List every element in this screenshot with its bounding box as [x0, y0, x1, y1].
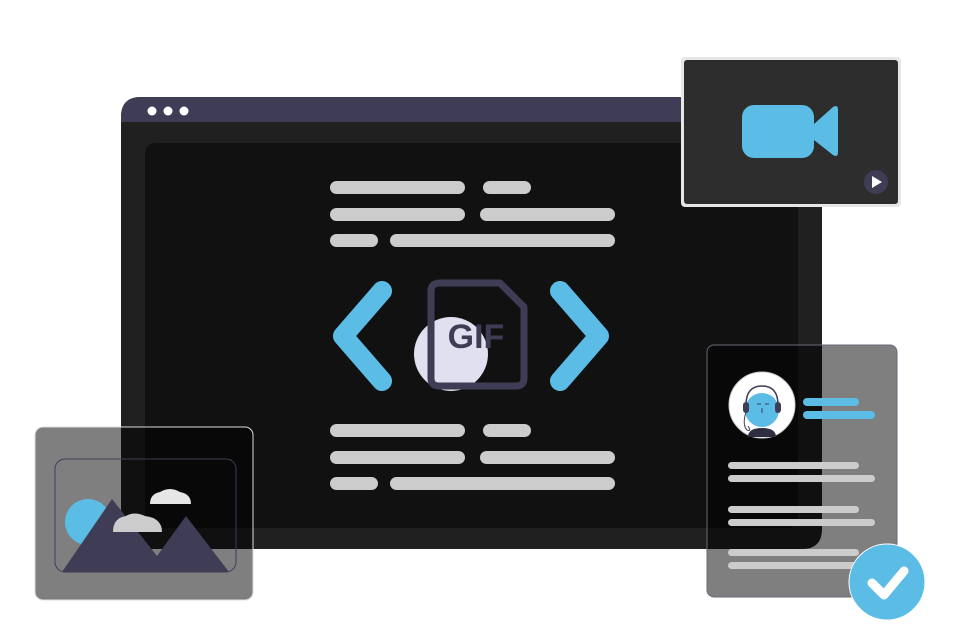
check-circle-icon: [848, 543, 926, 621]
name-line: [803, 398, 859, 406]
text-line: [483, 181, 531, 194]
title-line: [803, 411, 875, 419]
play-icon: [872, 176, 882, 188]
text-line: [728, 462, 859, 469]
text-line: [728, 519, 875, 526]
text-line: [728, 549, 859, 556]
cloud-icon: [113, 513, 162, 532]
text-line: [330, 424, 465, 437]
file-outline: [427, 279, 528, 390]
text-line: [390, 234, 615, 247]
window-titlebar: [121, 97, 822, 122]
text-block-bottom: [330, 424, 615, 490]
text-block-top: [330, 181, 615, 247]
window-dot-3[interactable]: [179, 106, 189, 116]
text-line: [330, 477, 378, 490]
text-line: [483, 424, 531, 437]
gif-file-icon: GIF: [414, 279, 528, 391]
video-card[interactable]: [681, 57, 901, 207]
text-line: [330, 234, 378, 247]
cloud-icon: [150, 489, 191, 504]
text-line: [330, 208, 465, 221]
image-card[interactable]: [34, 426, 254, 601]
window-dot-2[interactable]: [163, 106, 173, 116]
text-line: [728, 506, 859, 513]
chevron-left-icon[interactable]: [333, 281, 392, 391]
video-camera-icon: [742, 105, 838, 158]
browser-window: GIF: [121, 97, 822, 549]
profile-text-lines: [728, 462, 875, 569]
text-line: [330, 451, 465, 464]
text-line: [480, 451, 615, 464]
text-line: [330, 181, 465, 194]
window-dot-1[interactable]: [147, 106, 157, 116]
text-line: [728, 562, 875, 569]
support-agent-avatar: [728, 371, 796, 439]
gif-label: GIF: [448, 318, 505, 356]
mountains-icon: [62, 499, 229, 572]
text-line: [728, 475, 875, 482]
text-line: [480, 208, 615, 221]
profile-card[interactable]: [706, 344, 898, 598]
text-line: [390, 477, 615, 490]
chevron-right-icon[interactable]: [550, 281, 609, 391]
